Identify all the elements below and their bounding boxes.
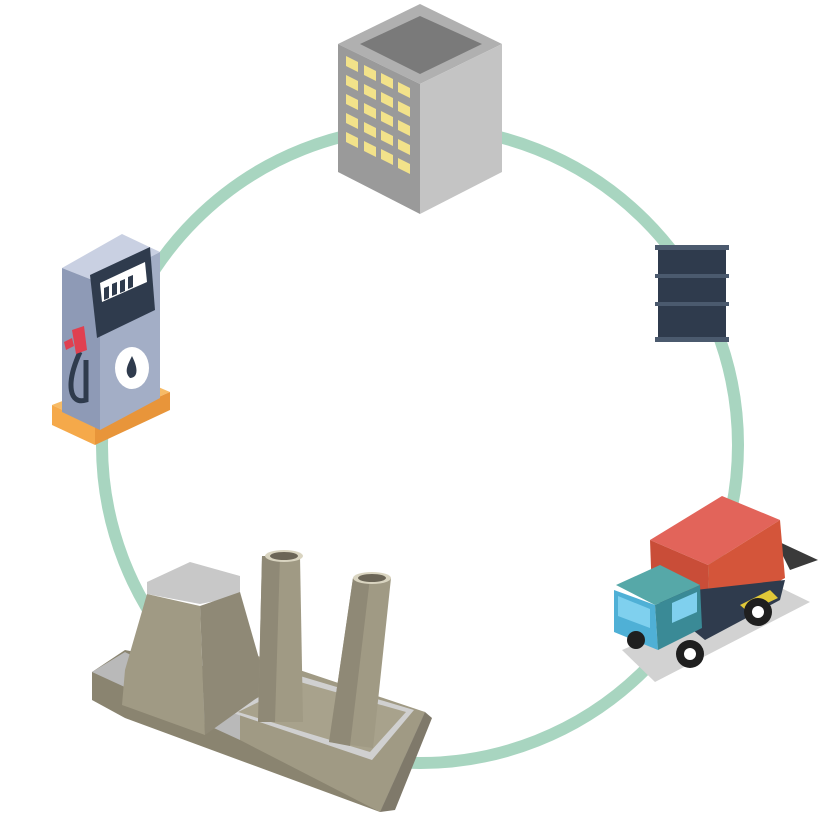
building-windows (346, 56, 410, 174)
factory-icon (92, 550, 432, 812)
truck-icon (614, 496, 818, 682)
fuel-pump-icon (52, 234, 170, 445)
barrel-icon (655, 245, 729, 342)
building-icon (338, 4, 502, 214)
